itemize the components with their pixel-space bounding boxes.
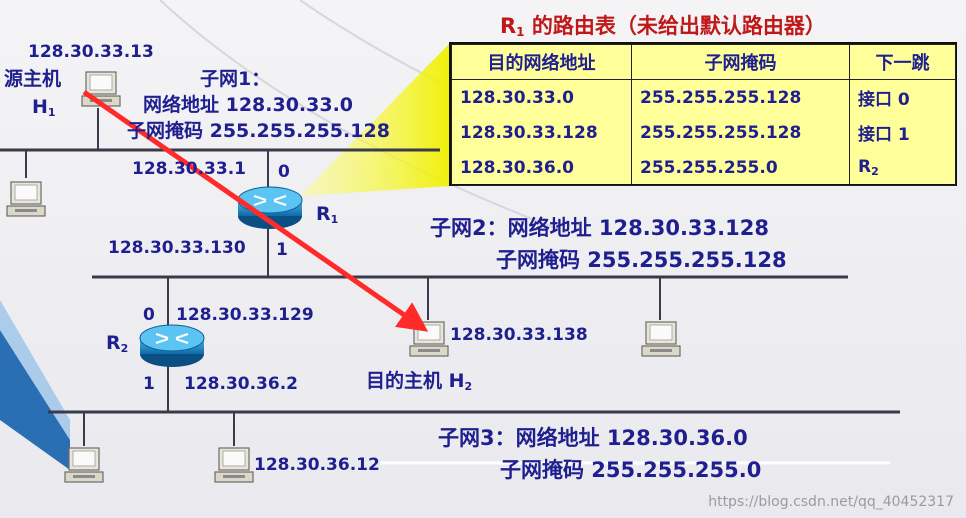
watermark: https://blog.csdn.net/qq_40452317	[708, 494, 954, 510]
r1-name: R1	[316, 203, 339, 226]
h1-name: H1	[32, 96, 56, 119]
routing-table: 目的网络地址 子网掩码 下一跳 128.30.33.0 255.255.255.…	[449, 42, 957, 186]
cell-mask: 255.255.255.0	[631, 150, 850, 186]
subnet2-mask: 子网掩码 255.255.255.128	[496, 248, 787, 272]
r2-name: R2	[106, 332, 129, 355]
col-next-hop: 下一跳	[849, 44, 956, 80]
routing-table-title: R1 的路由表（未给出默认路由器）	[500, 14, 826, 39]
cell-next-hop: R2	[849, 150, 956, 186]
cell-dest: 128.30.36.0	[451, 150, 632, 186]
routing-table-header: 目的网络地址 子网掩码 下一跳	[451, 44, 956, 80]
h1-ip: 128.30.33.13	[28, 42, 154, 62]
r2-if0-ip: 128.30.33.129	[176, 305, 314, 325]
table-row: 128.30.33.128 255.255.255.128 接口 1	[451, 115, 956, 150]
cell-mask: 255.255.255.128	[631, 79, 850, 115]
pc-left	[6, 181, 46, 217]
router-r2-arrows-icon	[155, 333, 189, 344]
r1-if1-ip: 128.30.33.130	[108, 238, 246, 258]
host-36-12-ip: 128.30.36.12	[254, 455, 380, 475]
callout-beam	[300, 44, 449, 196]
pc-subnet3-mid	[214, 447, 254, 483]
table-row: 128.30.33.0 255.255.255.128 接口 0	[451, 79, 956, 115]
table-row: 128.30.36.0 255.255.255.0 R2	[451, 150, 956, 186]
h2-computer	[409, 321, 449, 357]
r1-if0: 0	[278, 162, 290, 182]
r1-if1: 1	[276, 240, 288, 260]
subnet3-network: 子网3：网络地址 128.30.36.0	[438, 426, 748, 450]
r2-if0: 0	[143, 305, 155, 325]
r2-if1: 1	[143, 374, 155, 394]
subnet1-title: 子网1：	[200, 68, 271, 90]
cell-next-hop: 接口 0	[849, 79, 956, 115]
left-decoration	[0, 330, 70, 470]
cell-dest: 128.30.33.128	[451, 115, 632, 150]
packet-path-arrow	[82, 89, 429, 332]
bg-curve	[159, 0, 561, 231]
router-r1-arrows-icon	[253, 195, 287, 206]
h2-ip: 128.30.33.138	[450, 325, 588, 345]
left-decoration-light	[0, 300, 70, 440]
r1-if0-ip: 128.30.33.1	[132, 159, 247, 179]
subnet1-network: 网络地址 128.30.33.0	[143, 94, 354, 116]
cell-mask: 255.255.255.128	[631, 115, 850, 150]
cell-next-hop: 接口 1	[849, 115, 956, 150]
subnet3-mask: 子网掩码 255.255.255.0	[500, 458, 762, 482]
pc-subnet2-right	[641, 321, 681, 357]
subnet2-network: 子网2：网络地址 128.30.33.128	[430, 216, 769, 240]
pc-subnet3-left	[64, 447, 104, 483]
col-subnet-mask: 子网掩码	[631, 44, 850, 80]
subnet1-mask: 子网掩码 255.255.255.128	[127, 120, 390, 142]
col-dest-network: 目的网络地址	[451, 44, 632, 80]
h1-label: 源主机	[4, 68, 62, 90]
router-r2	[139, 324, 205, 367]
h2-label: 目的主机 H2	[366, 370, 473, 393]
r2-if1-ip: 128.30.36.2	[184, 374, 299, 394]
cell-dest: 128.30.33.0	[451, 79, 632, 115]
